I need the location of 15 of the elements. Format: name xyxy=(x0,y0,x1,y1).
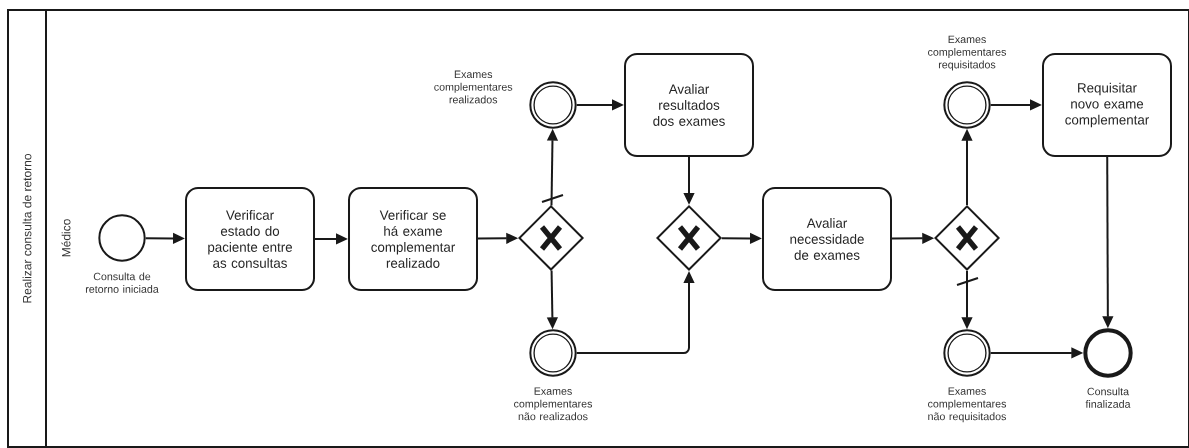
event-label: Consulta finalizada xyxy=(1085,387,1131,408)
task-box: Avaliar necessidade de exames xyxy=(762,187,892,291)
event-label: Consulta de retorno iniciada xyxy=(85,272,159,293)
event-label: Exames complementares realizados xyxy=(434,70,513,104)
task-box: Requisitar novo exame complementar xyxy=(1042,53,1172,157)
event-label: Exames complementares requisitados xyxy=(928,35,1007,71)
event-label: Exames complementares não realizados xyxy=(514,387,593,421)
gateway-diamond xyxy=(934,205,1000,271)
task-box: Verificar se há exame complementar realizado xyxy=(348,187,478,291)
event-label: Exames complementares não requisitados xyxy=(928,387,1007,423)
task-box: Verificar estado do paciente entre as consultas xyxy=(185,187,315,291)
pool: Realizar consulta de retorno xyxy=(7,9,47,448)
task-box: Avaliar resultados dos exames xyxy=(624,53,754,157)
gateway-diamond xyxy=(518,205,584,271)
gateway-diamond xyxy=(656,205,722,271)
